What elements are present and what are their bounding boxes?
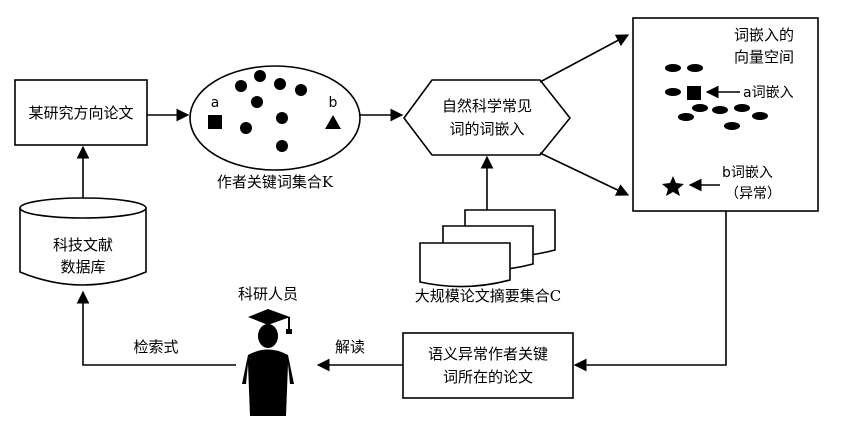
edge-researcher-to-database — [76, 290, 236, 366]
square-marker-icon — [687, 86, 701, 100]
anomaly-label-line1: 语义异常作者关键 — [428, 345, 548, 363]
star-marker-icon — [662, 176, 684, 196]
keyword-dot — [274, 78, 286, 90]
embedding-point-icon — [678, 113, 694, 121]
keyword-set-label: 作者关键词集合K — [217, 173, 334, 191]
abstract-collection-node — [419, 209, 556, 288]
interpret-label: 解读 — [335, 338, 365, 356]
keyword-dot — [240, 122, 252, 134]
anomaly-papers-node: 语义异常作者关键 词所在的论文 — [402, 332, 574, 399]
keyword-dot — [276, 112, 288, 124]
edge-embedding-to-space-bottom — [539, 152, 630, 196]
triangle-marker-icon — [325, 115, 341, 129]
abstract-collection-label: 大规模论文摘要集合C — [415, 287, 561, 305]
embedding-point-icon — [692, 104, 708, 112]
embedding-point-icon — [687, 64, 703, 72]
keyword-dot — [254, 70, 266, 82]
b-embedding-label-line2: （异常） — [725, 186, 781, 202]
vector-space-title-line1: 词嵌入的 — [734, 26, 794, 44]
embedding-point-icon — [734, 104, 750, 112]
edge-space-to-anomaly — [573, 211, 727, 372]
embedding-points — [665, 64, 768, 130]
graduate-person-icon — [242, 309, 294, 416]
search-query-label: 检索式 — [133, 338, 178, 356]
point-b-label: b — [329, 95, 338, 111]
edge-embedding-to-space-top — [539, 34, 630, 83]
vector-space-title-line2: 向量空间 — [734, 48, 794, 66]
word-embedding-node: 自然科学常见 词的词嵌入 — [403, 79, 572, 156]
embedding-label-line1: 自然科学常见 — [442, 97, 532, 115]
square-marker-icon — [208, 115, 222, 129]
embedding-point-icon — [665, 88, 681, 96]
point-a-label: a — [211, 95, 220, 111]
embedding-label-line2: 词的词嵌入 — [449, 120, 524, 138]
database-label-line2: 数据库 — [60, 258, 105, 276]
embedding-point-icon — [712, 106, 728, 114]
keyword-dot — [251, 96, 263, 108]
keyword-dot — [295, 84, 307, 96]
keyword-dot — [235, 80, 247, 92]
embedding-point-icon — [665, 64, 681, 72]
research-papers-node: 某研究方向论文 — [14, 79, 148, 146]
embedding-point-icon — [724, 122, 740, 130]
database-label-line1: 科技文献 — [53, 236, 113, 254]
vector-space-node: 词嵌入的 向量空间 a词嵌入 b词嵌入 （异常） — [632, 17, 819, 212]
b-embedding-label-line1: b词嵌入 — [722, 165, 773, 181]
research-papers-label: 某研究方向论文 — [28, 104, 133, 122]
keyword-dot — [276, 140, 288, 152]
a-embedding-label: a词嵌入 — [743, 85, 794, 101]
embedding-point-icon — [752, 112, 768, 120]
anomaly-label-line2: 词所在的论文 — [443, 368, 533, 386]
researcher-node: 科研人员 — [238, 285, 298, 416]
literature-database-node: 科技文献 数据库 — [19, 197, 147, 286]
keyword-set-node: a b — [189, 65, 361, 171]
researcher-label: 科研人员 — [238, 285, 298, 303]
